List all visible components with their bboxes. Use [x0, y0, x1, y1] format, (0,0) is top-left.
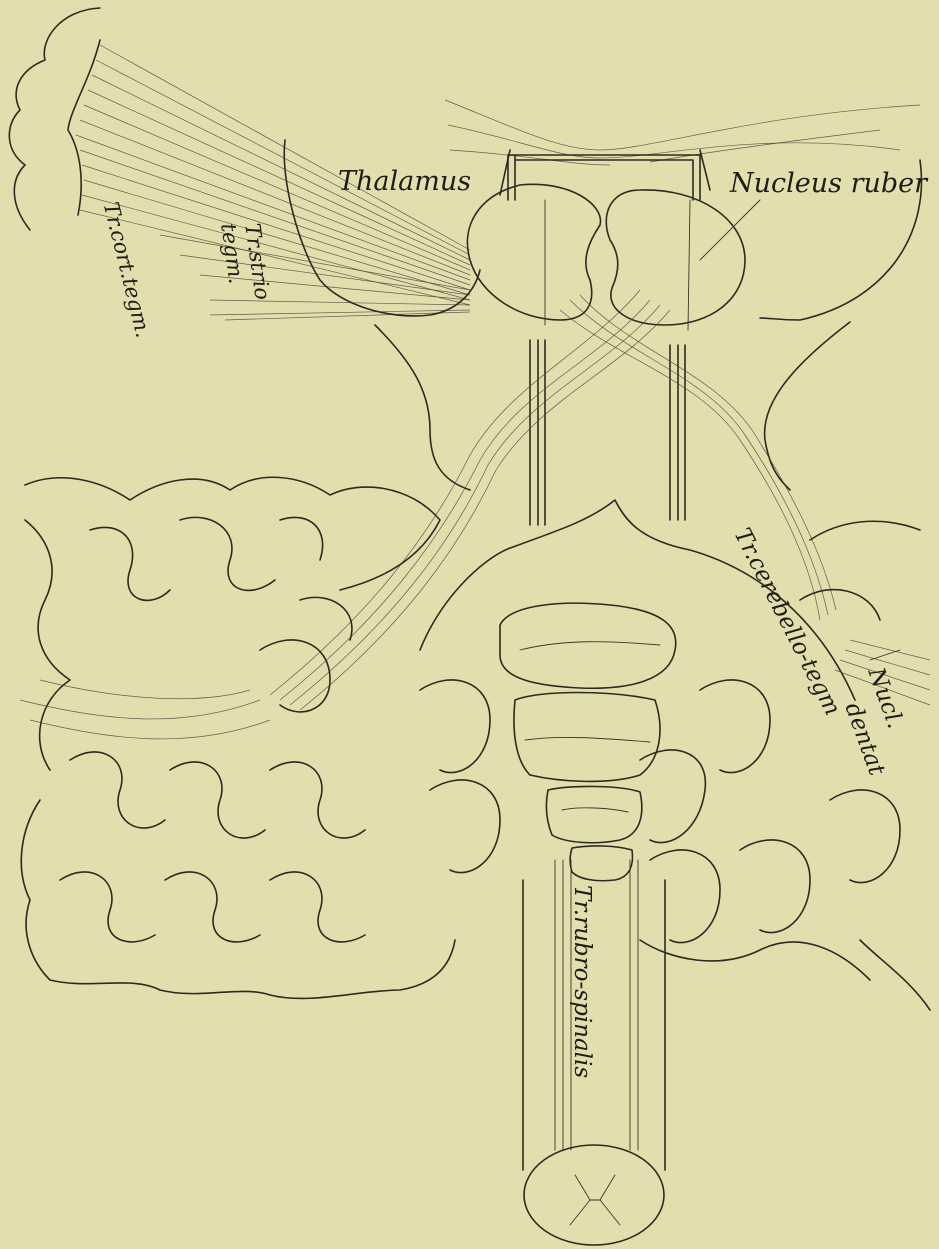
label-tr-rubro-spinalis: Tr.rubro-spinalis — [570, 885, 593, 1078]
nucleus-ruber-pointer — [700, 200, 760, 260]
label-thalamus: Thalamus — [338, 168, 471, 195]
right-cerebellar-hemisphere — [420, 521, 930, 1010]
label-nucleus-ruber: Nucleus ruber — [730, 170, 927, 197]
left-cerebellar-hemisphere — [20, 477, 455, 998]
cortex-outline — [9, 8, 100, 230]
pons-outline-left — [420, 548, 510, 650]
nucl-dentat-pointer — [870, 650, 900, 660]
midbrain-outline-left — [375, 150, 510, 490]
vermis-segments — [500, 603, 676, 881]
crossing-tracts — [270, 155, 836, 710]
midbrain-outline-right — [700, 150, 922, 490]
